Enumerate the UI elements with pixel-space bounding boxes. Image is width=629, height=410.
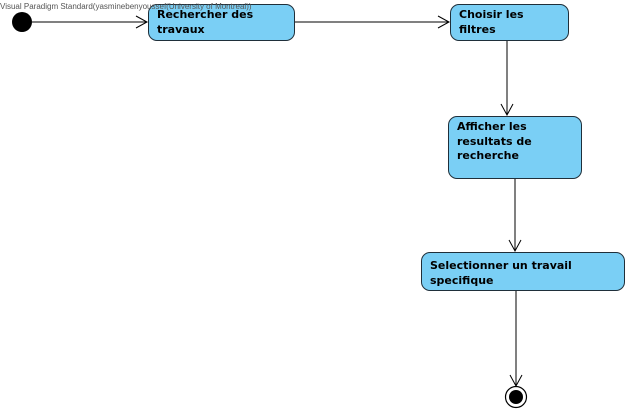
action-selectionner-un-travail[interactable]: Selectionner un travail specifique xyxy=(421,252,625,291)
action-label: Rechercher des travaux xyxy=(157,8,254,36)
action-label: Afficher les resultats de recherche xyxy=(457,120,532,162)
action-label: Selectionner un travail specifique xyxy=(430,259,572,287)
edge-selectionner-to-final xyxy=(509,291,523,388)
initial-node xyxy=(12,12,32,32)
edge-afficher-to-selectionner xyxy=(508,179,522,253)
edge-initial-to-rechercher xyxy=(32,15,149,29)
action-label: Choisir les filtres xyxy=(459,8,524,36)
edge-rechercher-to-choisir xyxy=(295,15,451,29)
action-choisir-les-filtres[interactable]: Choisir les filtres xyxy=(450,4,569,41)
watermark-text: Visual Paradigm Standard(yasminebenyouss… xyxy=(0,2,252,11)
action-afficher-les-resultats[interactable]: Afficher les resultats de recherche xyxy=(448,116,582,179)
final-node xyxy=(504,385,528,409)
edge-choisir-to-afficher xyxy=(500,41,514,117)
action-rechercher-des-travaux[interactable]: Rechercher des travaux xyxy=(148,4,295,41)
